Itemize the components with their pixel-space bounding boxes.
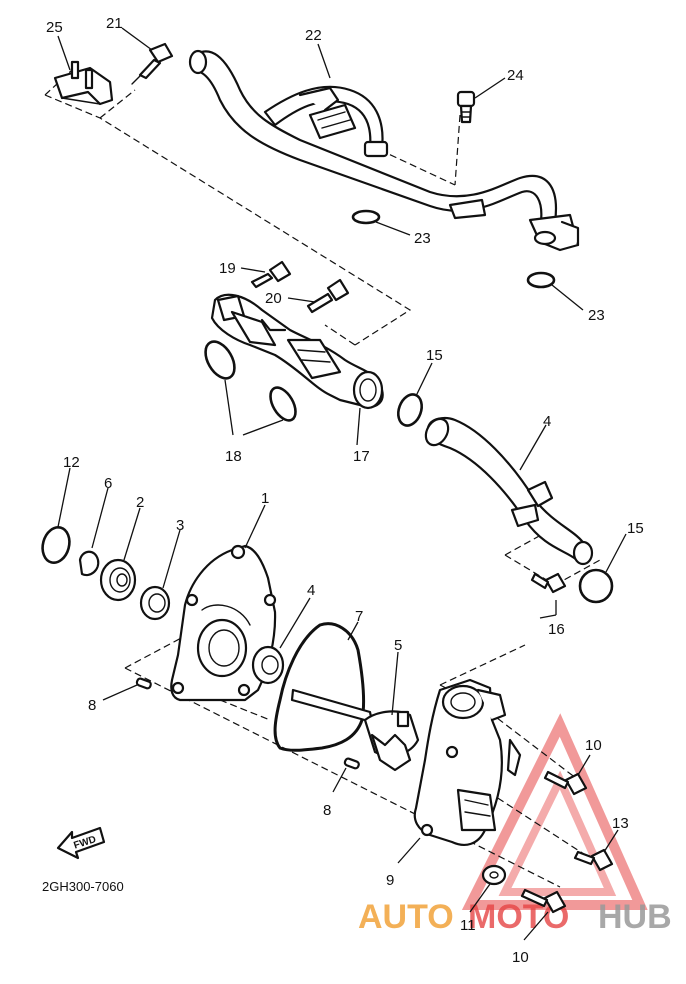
part-25-bracket xyxy=(53,60,114,106)
part-21-bolt xyxy=(131,42,174,85)
part-23-o-ring-a xyxy=(351,209,381,225)
part-6-clip xyxy=(78,550,100,577)
part-8-dowel-pin-a xyxy=(135,677,152,690)
callout-23-b: 23 xyxy=(588,307,605,324)
part-8-dowel-pin-b xyxy=(343,757,360,770)
callout-labels: 25 21 22 24 23 23 19 20 15 18 17 4 15 16… xyxy=(46,15,644,966)
part-7-gasket xyxy=(273,622,366,752)
callout-20: 20 xyxy=(265,290,282,307)
callout-24: 24 xyxy=(507,67,524,84)
callout-12: 12 xyxy=(63,454,80,471)
part-1-pump-cover xyxy=(170,544,277,702)
part-10-bolt-b xyxy=(520,888,567,914)
part-15-o-ring-a xyxy=(397,393,423,427)
callout-15-b: 15 xyxy=(627,520,644,537)
callout-17: 17 xyxy=(353,448,370,465)
leader-lines xyxy=(57,27,627,941)
callout-9: 9 xyxy=(386,872,394,889)
part-9-pump-housing xyxy=(413,678,522,846)
part-16-bolt xyxy=(530,572,567,594)
drawing-code: 2GH300-7060 xyxy=(42,879,124,894)
callout-15-a: 15 xyxy=(426,347,443,364)
watermark-auto: AUTO xyxy=(358,898,454,936)
callout-25: 25 xyxy=(46,19,63,36)
callout-4-b: 4 xyxy=(307,582,315,599)
callout-18: 18 xyxy=(225,448,242,465)
part-4-pipe xyxy=(424,417,594,566)
part-10-bolt-a xyxy=(543,770,588,796)
part-3-seal xyxy=(139,585,171,621)
part-5-impeller-shaft xyxy=(290,688,420,772)
part-2-bearing xyxy=(99,558,137,602)
callout-23-a: 23 xyxy=(414,230,431,247)
callout-22: 22 xyxy=(305,27,322,44)
part-12-o-ring xyxy=(41,525,71,565)
callout-16: 16 xyxy=(548,621,565,638)
fwd-direction-arrow: FWD xyxy=(56,826,106,860)
callout-1: 1 xyxy=(261,490,269,507)
part-19-bolt xyxy=(250,260,292,289)
part-18-o-ring-a xyxy=(204,340,236,380)
part-24-bolt xyxy=(456,90,476,124)
callout-11: 11 xyxy=(460,917,476,934)
callout-4-a: 4 xyxy=(543,413,551,430)
callout-5: 5 xyxy=(394,637,402,654)
callout-13: 13 xyxy=(612,815,629,832)
part-4-seal xyxy=(251,645,285,685)
part-23-o-ring-b xyxy=(526,271,556,289)
part-22-coolant-pipe xyxy=(188,49,580,252)
part-13-bolt xyxy=(573,848,614,872)
callout-7: 7 xyxy=(355,608,363,625)
part-18-o-ring-b xyxy=(269,386,297,422)
callout-21: 21 xyxy=(106,15,123,32)
callout-3: 3 xyxy=(176,517,184,534)
part-17-housing xyxy=(210,293,384,410)
callout-8-a: 8 xyxy=(88,697,96,714)
callout-19: 19 xyxy=(219,260,236,277)
part-15-o-ring-b xyxy=(578,568,614,604)
callout-10-a: 10 xyxy=(585,737,602,754)
callout-2: 2 xyxy=(136,494,144,511)
callout-10-b: 10 xyxy=(512,949,529,966)
watermark-hub: HUB xyxy=(598,898,672,936)
callout-6: 6 xyxy=(104,475,112,492)
callout-8-b: 8 xyxy=(323,802,331,819)
part-20-bolt xyxy=(306,278,350,314)
part-11-washer xyxy=(481,864,507,886)
